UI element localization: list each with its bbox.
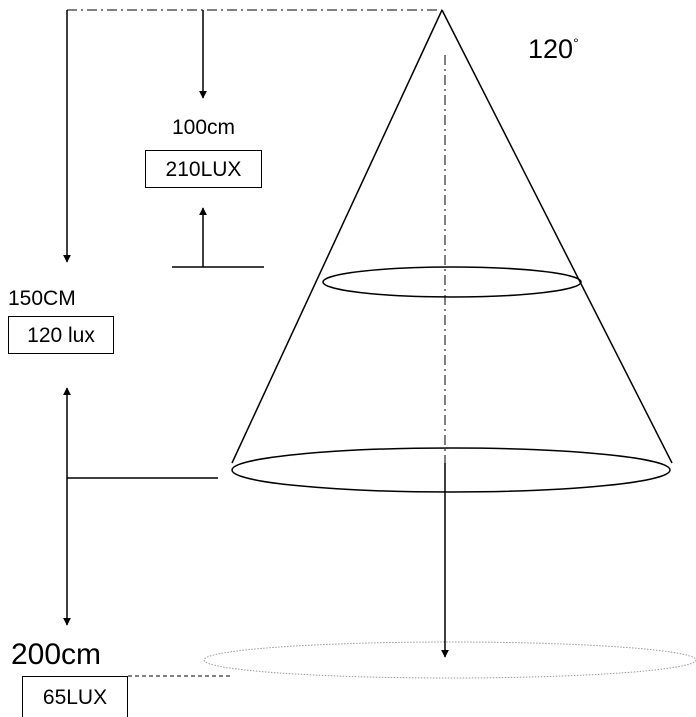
degree-symbol: ° [573,35,579,51]
distance-label-150cm: 150CM [8,287,76,310]
cone-right-edge [441,9,673,464]
cone-left-edge [231,9,443,464]
distance-label-100cm: 100cm [172,116,236,139]
cross-section-ellipse-150cm [231,447,671,493]
beam-angle-label: 120° [528,36,579,63]
cross-section-ellipse-200cm [203,641,696,679]
distance-label-200cm: 200cm [11,638,102,671]
illuminance-box-150cm: 120 lux [8,316,114,354]
beam-angle-value: 120 [528,34,574,64]
illuminance-box-100cm: 210LUX [145,150,262,188]
illuminance-box-200cm: 65LUX [22,676,128,717]
cross-section-ellipse-100cm [322,266,582,298]
